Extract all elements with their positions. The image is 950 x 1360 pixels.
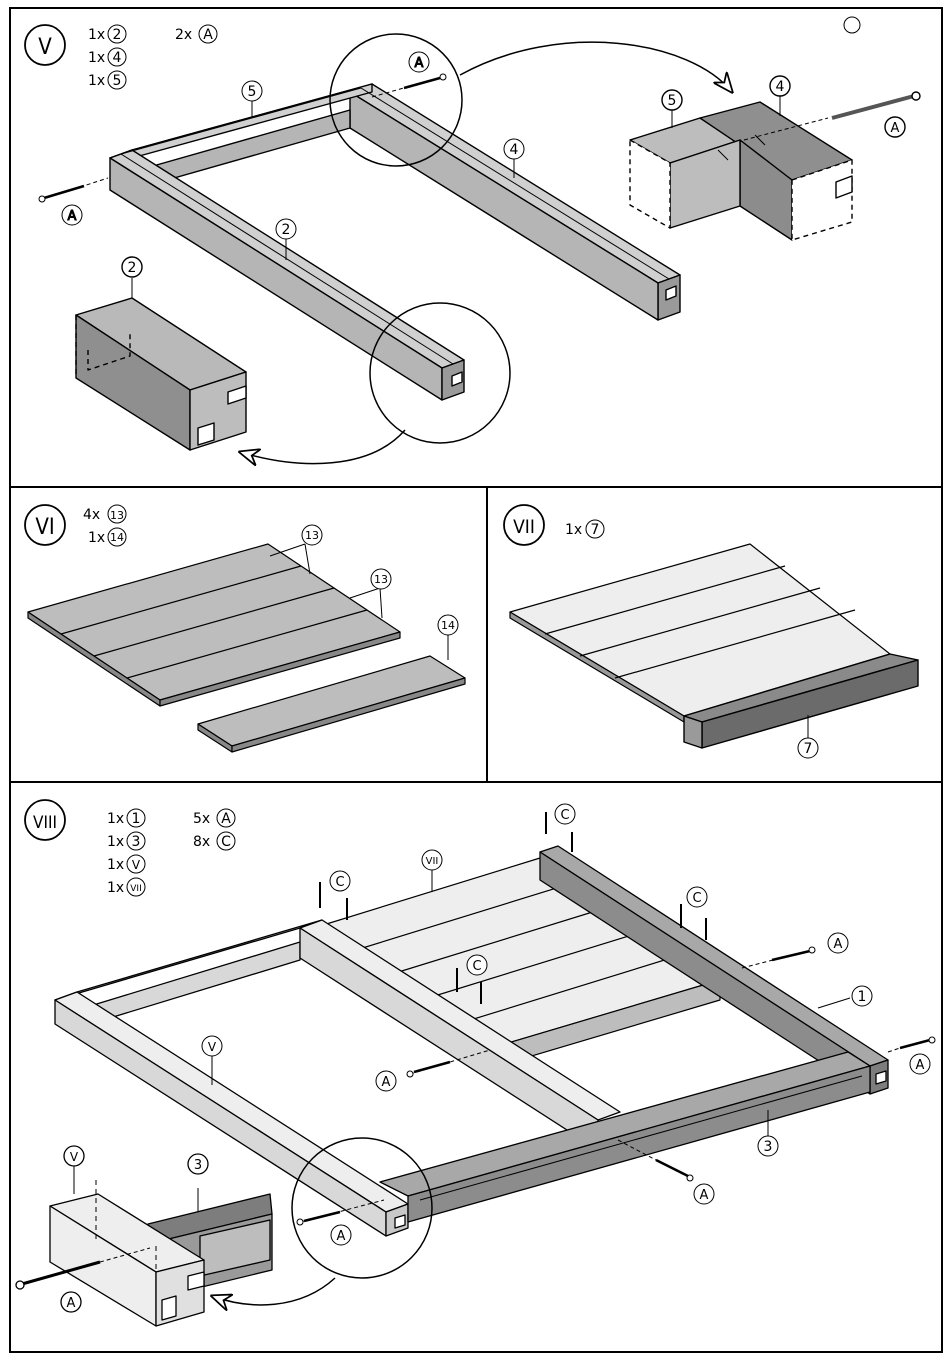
step-number: VIII (33, 813, 57, 833)
callout-label: A (382, 1075, 391, 1090)
step-v: V 1x 2 1x 4 1x 5 2x A (25, 17, 920, 464)
callout-label: 2 (282, 222, 291, 238)
callout-label: C (692, 891, 701, 906)
parts-list: 1x 7 (565, 520, 604, 538)
part-id: 5 (113, 73, 122, 89)
arrow-icon (240, 430, 405, 464)
part-qty: 5x (193, 811, 210, 827)
part-id: 14 (110, 531, 124, 544)
nail-icon: C (320, 871, 350, 920)
callout-label: 5 (668, 93, 677, 109)
step-number: VI (35, 515, 54, 540)
step-viii: VIII 1x 1 1x 3 1x V 1x VII 5x A 8x C (16, 800, 935, 1326)
detail-corner-joint: 5 4 A (630, 76, 920, 240)
callout-label: 3 (764, 1139, 773, 1155)
screw-icon: A (888, 1037, 935, 1074)
parts-list: 4x 13 1x 14 (83, 505, 126, 546)
beam-3 (380, 1052, 870, 1222)
callout-label: 13 (305, 529, 319, 542)
part-id: A (203, 27, 213, 43)
part-id: 7 (591, 522, 600, 538)
callout-label: 14 (441, 619, 455, 632)
part-qty: 1x (565, 522, 582, 538)
part-qty: 1x (107, 811, 124, 827)
callout-label: A (891, 121, 900, 136)
part-qty: 1x (107, 834, 124, 850)
part-qty: 2x (175, 27, 192, 43)
step-number-badge: V (25, 25, 65, 65)
step-vii: VII 1x 7 7 (504, 505, 918, 758)
part-qty: 1x (88, 530, 105, 546)
part-id: 4 (113, 50, 122, 66)
step-number-badge: VI (25, 505, 65, 545)
nail-icon: C (546, 804, 575, 852)
callout-label: A (700, 1188, 709, 1203)
part-id: 13 (110, 509, 124, 522)
detail-front-joint: 3 V A (16, 1146, 272, 1326)
detail-beam-end: 2 (76, 257, 246, 450)
callout-label: A (68, 209, 77, 224)
step-number-badge: VIII (25, 800, 65, 840)
callout-label: 1 (858, 989, 867, 1005)
part-id: A (221, 811, 231, 827)
callout-label: C (472, 959, 481, 974)
arrow-icon (212, 1278, 335, 1305)
callout-label: 3 (194, 1158, 202, 1173)
part-qty: 1x (88, 73, 105, 89)
part-id: C (221, 834, 231, 850)
callout-label: 4 (510, 142, 519, 158)
part-id: 3 (132, 834, 141, 850)
callout-label: 13 (374, 573, 388, 586)
part-qty: 1x (107, 857, 124, 873)
step-vi: VI 4x 13 1x 14 13 (25, 505, 465, 752)
callout-label: A (916, 1058, 925, 1073)
part-id: VII (130, 884, 141, 894)
parts-list: 1x 2 1x 4 1x 5 2x A (88, 25, 217, 89)
callout-label: A (67, 1296, 76, 1311)
callout-label: 2 (128, 260, 137, 276)
part-qty: 4x (83, 507, 100, 523)
callout-label: V (70, 1150, 79, 1164)
step-number: V (38, 35, 52, 60)
callout-label: VII (426, 856, 439, 867)
blank-marker-circle (844, 17, 860, 33)
part-qty: 1x (88, 50, 105, 66)
part-id: 1 (132, 811, 141, 827)
screw-icon: A (742, 933, 848, 968)
callout-label: A (834, 937, 843, 952)
part-qty: 1x (107, 880, 124, 896)
callout-label: 7 (804, 741, 813, 757)
callouts: 7 (798, 715, 818, 758)
part-qty: 8x (193, 834, 210, 850)
callout-label: A (337, 1229, 346, 1244)
step-number-badge: VII (504, 505, 544, 545)
part-id: 2 (113, 27, 122, 43)
part-id: V (132, 858, 141, 872)
callout-label: C (335, 875, 344, 890)
parts-list: 1x 1 1x 3 1x V 1x VII 5x A 8x C (107, 809, 235, 896)
callout-label: 5 (248, 84, 257, 100)
arrow-icon (460, 42, 732, 92)
step-number: VII (513, 516, 535, 538)
callout-label: 4 (776, 79, 785, 95)
callout-label: V (208, 1040, 217, 1054)
callout-label: A (415, 56, 424, 71)
callout-label: C (560, 808, 569, 823)
part-qty: 1x (88, 27, 105, 43)
screw-icon: A (39, 178, 108, 225)
